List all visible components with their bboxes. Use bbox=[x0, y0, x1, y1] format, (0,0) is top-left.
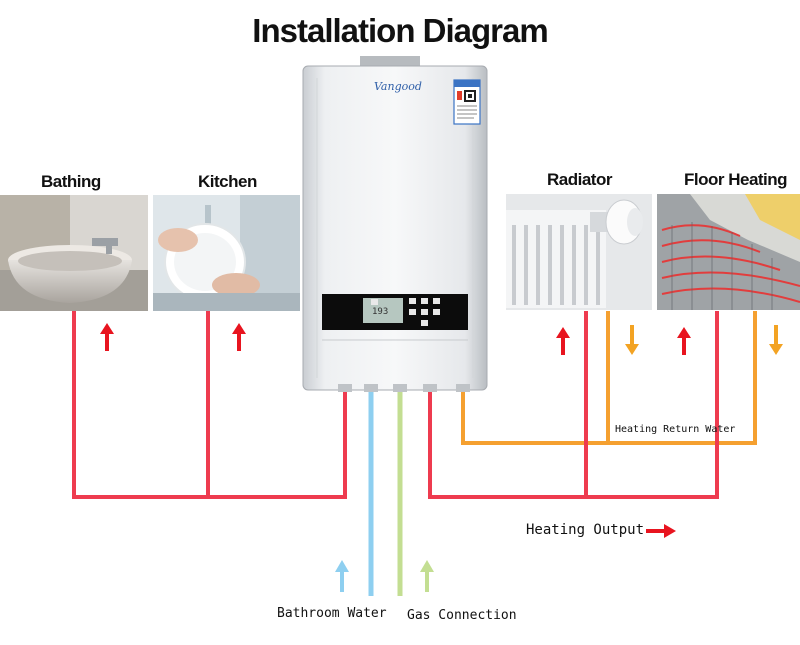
label-heating-output: Heating Output bbox=[526, 522, 645, 538]
kitchen-photo bbox=[153, 195, 300, 311]
label-bathroom-water: Bathroom Water bbox=[277, 606, 387, 621]
label-bathing: Bathing bbox=[41, 172, 101, 191]
diagram-title: Installation Diagram bbox=[252, 12, 548, 49]
radiator-photo bbox=[506, 194, 652, 310]
floor-heating-photo bbox=[657, 194, 800, 310]
red-up-arrow bbox=[556, 327, 570, 355]
display-readout: 193 bbox=[372, 307, 389, 317]
label-kitchen: Kitchen bbox=[198, 172, 257, 191]
green-up-arrow bbox=[420, 560, 434, 592]
brand-logo: Vangood bbox=[374, 80, 422, 93]
label-gas-connection: Gas Connection bbox=[407, 608, 517, 623]
label-heating-return-water: Heating Return Water bbox=[615, 424, 736, 435]
red-up-arrow bbox=[232, 323, 246, 351]
return-pipes bbox=[461, 311, 757, 445]
bathing-photo bbox=[0, 195, 148, 311]
red-right-arrow bbox=[646, 524, 676, 538]
label-floor-heating: Floor Heating bbox=[684, 170, 788, 189]
red-up-arrow bbox=[100, 323, 114, 351]
red-up-arrow bbox=[677, 327, 691, 355]
label-radiator: Radiator bbox=[547, 170, 612, 189]
orange-down-arrow bbox=[625, 325, 639, 355]
boiler-unit bbox=[302, 56, 488, 392]
orange-down-arrow bbox=[769, 325, 783, 355]
hot-pipes bbox=[72, 311, 719, 499]
blue-up-arrow bbox=[335, 560, 349, 592]
